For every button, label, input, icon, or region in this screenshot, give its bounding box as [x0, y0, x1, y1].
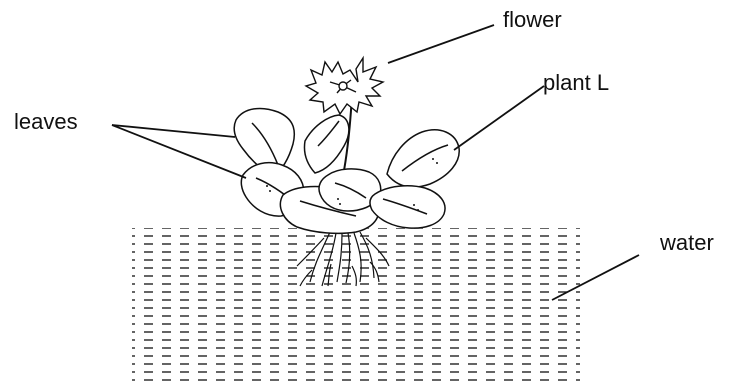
leaves-label: leaves	[14, 111, 78, 133]
flower-head	[306, 58, 383, 114]
water-area	[132, 228, 580, 387]
leaves-leader-line-upper	[112, 125, 235, 137]
plant-label: plant L	[543, 72, 609, 94]
leaves-leader-line-lower	[112, 125, 246, 178]
flower-label: flower	[503, 9, 562, 31]
flower-leader-line	[388, 25, 494, 63]
water-label: water	[660, 232, 714, 254]
plant-leader-line	[454, 86, 544, 150]
leaves-cluster	[234, 108, 459, 233]
